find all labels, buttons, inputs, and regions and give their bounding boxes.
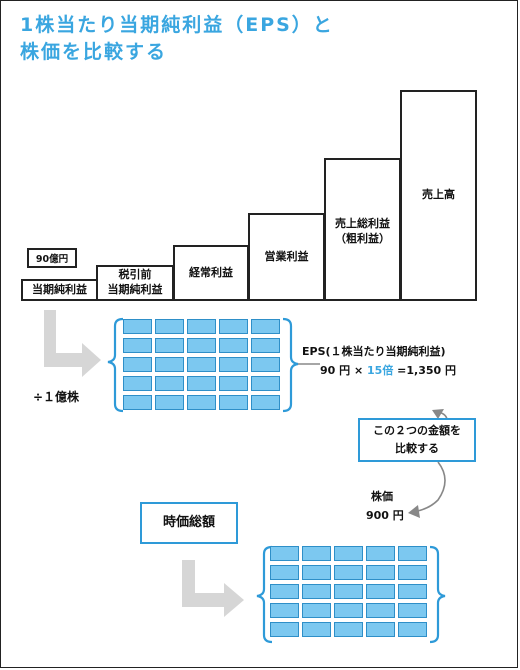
divide-shares-label: ÷１億株 [33,390,80,404]
title-line-1: 1株当たり当期純利益（EPS）と [20,14,334,36]
stock-price-label: 株価 [371,490,393,503]
share-block [219,338,248,353]
share-block [251,395,280,410]
share-block [334,603,363,618]
share-block [251,338,280,353]
share-block [155,395,184,410]
market-cap-box: 時価総額 [140,502,238,544]
share-block [334,546,363,561]
eps-calc-prefix: 90 円 × [320,364,368,377]
compare-note-line-2: 比較する [395,442,439,455]
share-block [334,622,363,637]
bar-revenue: 売上高 [400,90,477,301]
share-block [398,584,427,599]
share-block [219,395,248,410]
share-block [123,319,152,334]
share-block [123,395,152,410]
share-block [187,357,216,372]
bar-ordinary: 経常利益 [173,245,249,301]
arrow-down-right-2-icon [182,560,244,617]
eps-label: EPS(１株当たり当期純利益) [302,345,446,358]
bar-gross: 売上総利益 （粗利益） [324,158,401,301]
share-block [366,565,395,580]
bar-label-ordinary: 経常利益 [189,265,233,279]
share-block [334,584,363,599]
bar-pretax: 税引前 当期純利益 [96,265,174,301]
share-block [251,357,280,372]
stock-price-value: 900 円 [366,509,404,522]
net-income-value: 90億円 [35,254,69,265]
share-block [398,622,427,637]
share-block [398,603,427,618]
share-block [123,357,152,372]
share-block [187,338,216,353]
share-block [123,376,152,391]
share-block [270,622,299,637]
share-block [155,357,184,372]
right-brace-bottom [429,545,446,644]
bar-label-net-income: 当期純利益 [32,282,87,296]
share-block [251,376,280,391]
share-block [270,603,299,618]
eps-multiple: 15倍 [367,364,394,377]
share-block [302,603,331,618]
share-block [251,319,280,334]
share-block [398,565,427,580]
share-block [187,376,216,391]
bar-operating: 営業利益 [248,213,325,301]
right-brace-top [282,317,299,413]
left-brace-top [107,317,124,413]
share-block [270,546,299,561]
share-block [155,338,184,353]
share-block [302,565,331,580]
title-line-2: 株価を比較する [20,41,168,63]
share-block [187,395,216,410]
share-block [366,622,395,637]
eps-calculation: 90 円 × 15倍 =1,350 円 [320,362,456,378]
bar-label-gross: 売上総利益 （粗利益） [335,217,390,245]
share-block [155,376,184,391]
share-block [302,622,331,637]
share-block [302,584,331,599]
left-brace-bottom [256,545,273,644]
arrow-down-right-icon [44,310,101,377]
share-block [155,319,184,334]
compare-note-box: この２つの金額を 比較する [358,418,476,462]
share-block [366,603,395,618]
share-block [219,376,248,391]
share-block [334,565,363,580]
share-block [219,357,248,372]
net-income-value-box: 90億円 [27,248,77,268]
share-block [123,338,152,353]
share-block [302,546,331,561]
arrowhead-up-icon [432,409,444,419]
compare-note-line-1: この２つの金額を [373,424,461,438]
share-block [219,319,248,334]
arrowhead-left-icon [408,505,420,518]
bar-label-operating: 営業利益 [264,249,309,263]
bar-label-revenue: 売上高 [422,188,455,201]
share-block [187,319,216,334]
share-block [270,565,299,580]
share-block [398,546,427,561]
share-block [366,584,395,599]
market-cap-label: 時価総額 [162,514,215,530]
eps-calc-suffix: =1,350 円 [393,364,456,377]
share-block [270,584,299,599]
bar-label-pretax: 税引前 当期純利益 [107,268,163,296]
share-block [366,546,395,561]
